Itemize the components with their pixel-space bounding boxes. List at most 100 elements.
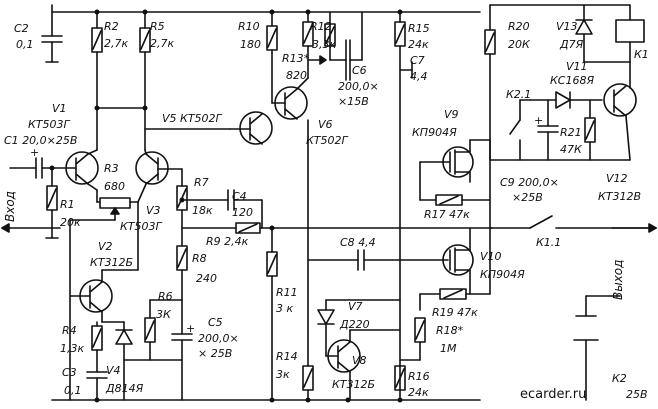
resistor-r8 <box>149 245 188 301</box>
r2-value: 2,7к <box>104 37 128 50</box>
watermark: ecarder.ru <box>520 387 586 402</box>
v8-ref: V8 <box>352 354 367 367</box>
diode-v13 <box>575 4 593 63</box>
v4-type: Д814Я <box>105 382 144 395</box>
v11-type: КС168Я <box>550 74 594 87</box>
v2-type: КТ312Б <box>90 256 133 269</box>
resistor-r17 <box>419 194 491 206</box>
v5-label: V5 КТ502Г <box>162 112 223 125</box>
resistor-r12 <box>302 11 314 79</box>
r19-label: R19 47к <box>432 306 478 319</box>
diode-v7 <box>317 299 401 357</box>
c9-plus: + <box>534 114 543 127</box>
relay-k2 <box>573 295 621 401</box>
r18-value: 1М <box>440 342 457 355</box>
c2-value: 0,1 <box>16 38 34 51</box>
transistor-v5 <box>144 111 273 145</box>
mosfet-v10 <box>442 227 474 295</box>
r13-value: 820 <box>286 69 307 82</box>
c5-ref: С5 <box>208 316 223 329</box>
c7-ref: C7 <box>410 54 425 67</box>
v6-ref: V6 <box>318 118 333 131</box>
input-label: Вход <box>3 191 17 222</box>
resistor-r19 <box>419 227 491 311</box>
c8-label: С8 4,4 <box>340 236 376 249</box>
v1-type: КТ503Г <box>28 118 71 131</box>
r10-value: 180 <box>240 38 261 51</box>
resistor-r5 <box>139 11 151 151</box>
resistor-r14 <box>302 119 314 401</box>
v12-ref: V12 <box>606 172 628 185</box>
r12-ref: R12 <box>310 20 332 33</box>
resistor-r1 <box>45 167 59 239</box>
v3-type: КТ503Г <box>120 220 163 233</box>
r2-ref: R2 <box>104 20 119 33</box>
input-port <box>1 223 61 233</box>
c1-label: С1 20,0×25В <box>4 134 77 147</box>
supply-voltage: 25В <box>626 388 648 401</box>
contact-k11 <box>489 215 657 229</box>
r8-value: 240 <box>196 272 217 285</box>
c6-ref: C6 <box>352 64 367 77</box>
c5-plus: + <box>186 322 195 335</box>
r15-ref: R15 <box>408 22 430 35</box>
capacitor-c1 <box>9 157 77 179</box>
c1-plus: + <box>30 146 39 159</box>
r6-value: 3К <box>156 308 172 321</box>
contact-k21 <box>489 99 631 161</box>
v1-ref: V1 <box>52 102 67 115</box>
mosfet-v9 <box>419 139 491 229</box>
resistor-r16 <box>394 365 406 391</box>
v9-type: КП904Я <box>412 126 457 139</box>
capacitor-c5 <box>171 299 193 401</box>
r7-value: 18к <box>192 204 213 217</box>
r14-value: 3к <box>276 368 290 381</box>
r5-value: 2,7к <box>150 37 174 50</box>
r18-ref: R18* <box>436 324 464 337</box>
transistor-v8 <box>325 329 401 401</box>
r4-ref: R4 <box>62 324 77 337</box>
capacitor-c9 <box>537 99 559 161</box>
c6-value: 200,0× <box>338 80 379 93</box>
relay-k1 <box>583 4 645 89</box>
capacitor-c3 <box>86 371 108 401</box>
v8-type: КТ312Б <box>332 378 375 391</box>
resistor-r4 <box>91 321 103 373</box>
c6-rating: ×15В <box>338 95 369 108</box>
resistor-r9 <box>181 222 493 234</box>
k11-ref: К1.1 <box>536 236 561 249</box>
resistor-r6 <box>123 299 183 361</box>
k2-ref: К2 <box>612 372 627 385</box>
c5-value: 200,0× <box>198 332 239 345</box>
capacitor-c2 <box>41 11 63 63</box>
c9-ref: С9 200,0× <box>500 176 559 189</box>
v4-ref: V4 <box>106 364 121 377</box>
c4-ref: С4 <box>232 190 247 203</box>
c5-rating: × 25В <box>198 347 232 360</box>
capacitor-c4 <box>181 189 263 229</box>
r14-ref: R14 <box>276 350 298 363</box>
capacitor-c7 <box>399 61 413 79</box>
r11-value: 3 к <box>276 302 293 315</box>
r1-ref: R1 <box>60 198 75 211</box>
transistor-v2 <box>69 201 139 323</box>
resistor-r15 <box>394 11 406 401</box>
r3-ref: R3 <box>104 162 119 175</box>
r7-ref: R7 <box>194 176 209 189</box>
c3-ref: С3 <box>62 366 77 379</box>
c7-value: 4,4 <box>410 70 428 83</box>
r3-value: 680 <box>104 180 125 193</box>
v13-type: Д7Я <box>559 38 584 51</box>
v9-ref: V9 <box>444 108 459 121</box>
v10-type: КП904Я <box>480 268 525 281</box>
v11-ref: V11 <box>566 60 588 73</box>
transistor-v6 <box>271 77 309 120</box>
c3-value: 0,1 <box>64 384 82 397</box>
v7-type: Д220 <box>339 318 370 331</box>
capacitor-c8 <box>307 249 449 271</box>
v6-type: КТ502Г <box>306 134 349 147</box>
r20-value: 20К <box>508 38 531 51</box>
capacitor-c6 <box>329 11 363 81</box>
resistor-r2 <box>91 11 103 151</box>
